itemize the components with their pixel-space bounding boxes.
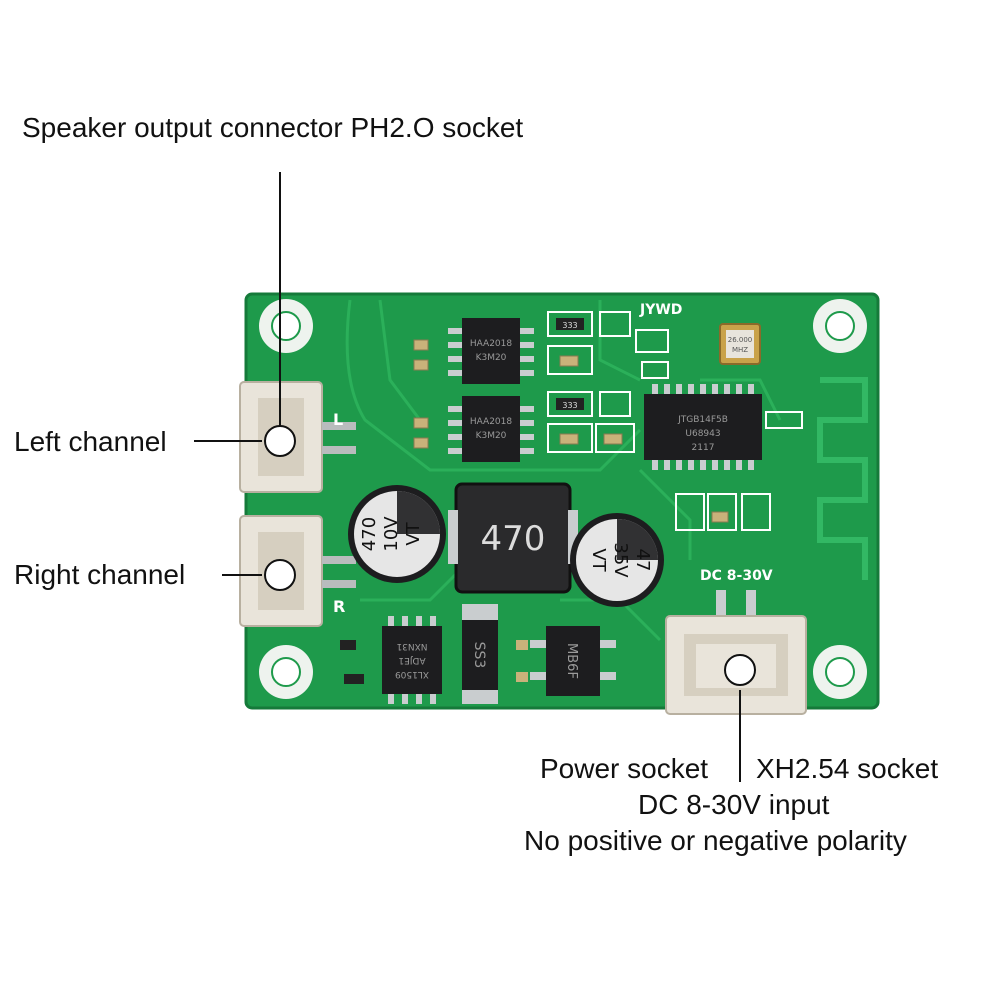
capacitor-right-value: 47 [632, 549, 653, 572]
capacitor-left-series: VT [403, 521, 424, 545]
bluetooth-chip-line1: JTGB14F5B [677, 415, 728, 425]
dc-silkscreen: DC 8-30V [700, 568, 773, 584]
power-socket-label: Power socket [540, 753, 709, 784]
capacitor-left-voltage: 10V [381, 516, 402, 552]
bluetooth-chip: JTGB14F5B U68943 2117 [644, 384, 762, 470]
resistor-code-2: 333 [562, 401, 577, 410]
right-marker: R [333, 597, 345, 616]
crystal-unit: MHZ [732, 346, 748, 354]
diode-label: SS3 [471, 642, 487, 669]
bridge-rectifier: MB6F [530, 626, 616, 696]
bridge-label: MB6F [564, 643, 579, 679]
left-channel-label: Left channel [14, 426, 167, 457]
left-channel-marker [264, 425, 296, 457]
smd-resistors: 333 333 [556, 318, 584, 410]
smd-capacitors [413, 339, 729, 523]
bluetooth-chip-line2: U68943 [685, 429, 720, 439]
capacitor-left: 470 10V VT [348, 485, 446, 583]
speaker-output-label: Speaker output connector PH2.O socket [22, 112, 524, 143]
regulator-line2: ADJE1 [398, 655, 425, 665]
bluetooth-chip-line3: 2117 [692, 443, 715, 453]
regulator-chip: XL1509 ADJE1 NXN31 [382, 616, 442, 704]
power-connector [665, 590, 807, 715]
inductor: 470 [448, 482, 578, 594]
polarity-label: No positive or negative polarity [524, 825, 907, 856]
smd-bottom-left [340, 640, 528, 684]
callout-markers [264, 425, 756, 686]
amp-chip-2-line1: HAA2018 [470, 417, 513, 427]
capacitor-right-series: VT [588, 548, 609, 572]
right-channel-label: Right channel [14, 559, 186, 590]
amp-chip-2: HAA2018 K3M20 [448, 396, 534, 462]
brand-label: JYWD [639, 302, 682, 318]
resistor-code-1: 333 [562, 321, 577, 330]
amp-chip-1-line2: K3M20 [476, 353, 507, 363]
schottky-diode: SS3 [462, 604, 498, 704]
amp-chip-1: HAA2018 K3M20 [448, 318, 534, 384]
inductor-value: 470 [481, 519, 546, 559]
amp-chip-2-line2: K3M20 [476, 431, 507, 441]
dc-input-label: DC 8-30V input [638, 789, 830, 820]
amp-chip-1-line1: HAA2018 [470, 339, 513, 349]
xh-socket-label: XH2.54 socket [756, 753, 939, 784]
capacitor-right: 47 35V VT [570, 513, 664, 607]
power-socket-marker [724, 654, 756, 686]
crystal-freq: 26.000 [728, 336, 753, 344]
regulator-line1: XL1509 [395, 669, 429, 679]
regulator-line3: NXN31 [396, 641, 427, 651]
crystal-oscillator: 26.000 MHZ [719, 323, 761, 365]
capacitor-left-value: 470 [359, 517, 380, 551]
left-marker: L [333, 410, 343, 429]
antenna-trace [817, 377, 868, 580]
callout-lines [194, 172, 741, 782]
right-channel-marker [264, 559, 296, 591]
capacitor-right-voltage: 35V [610, 542, 631, 578]
silkscreen-boxes [547, 311, 803, 531]
